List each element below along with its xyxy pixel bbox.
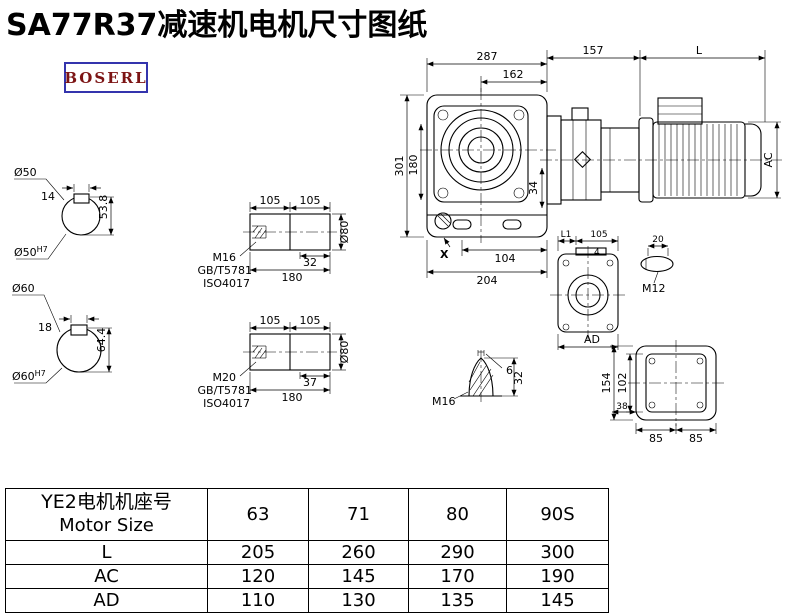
dim-104: 104 [495,252,516,265]
dim-va-4: 4 [594,248,600,258]
label-d2-std1: GB/T5781 [198,384,253,397]
dim-d1-32: 32 [303,256,317,269]
dim-102: 102 [616,373,629,394]
dim-AC: AC [762,152,775,167]
row-label-AD: AD [5,588,208,613]
dim-d2-180: 180 [282,391,303,404]
dim-301: 301 [393,156,406,177]
label-d2-thread: M20 [213,371,237,384]
dim-d2-105b: 105 [300,314,321,327]
label-dia60h7: Ø60H7 [12,369,46,383]
brand-logo: BOSERL [64,62,148,93]
shaft-detail-m20: 105 105 37 180 Ø80 M20 GB/T5781 ISO4017 [198,314,352,410]
motor-size-table: YE2电机机座号 Motor Size 63 71 80 90S L 205 2… [5,488,609,613]
label-dia50: Ø50 [14,166,37,179]
AC-90S: 190 [506,564,609,589]
shaft-bore-view-50: 14 53.8 Ø50 Ø50H7 [14,166,114,260]
row-label-AC: AC [5,564,208,589]
L-63: 205 [207,540,309,565]
L-71: 260 [308,540,409,565]
motor-rear-view: 154 102 38 85 85 [600,340,724,445]
dim-85a: 85 [649,432,663,445]
dim-38: 38 [616,402,628,412]
shaft-detail-m16: 105 105 32 180 Ø80 M16 GB/T5781 ISO4017 [198,194,352,290]
dim-X: X [440,248,449,261]
dim-162: 162 [503,68,524,81]
L-90S: 300 [506,540,609,565]
dim-204: 204 [477,274,498,287]
main-view-dimensions: 287 162 157 L 301 180 AC [393,44,781,287]
page-title: SA77R37减速机电机尺寸图纸 [6,8,428,43]
dim-va-105: 105 [590,230,607,240]
label-d1-std2: ISO4017 [203,277,250,290]
dim-180: 180 [407,155,420,176]
dim-L: L [696,44,703,57]
AC-71: 145 [308,564,409,589]
label-M12: M12 [642,282,666,295]
bolt-detail: 20 M12 [640,235,674,295]
dim-53-8: 53.8 [97,195,110,220]
label-dia60: Ø60 [12,282,35,295]
size-71: 71 [308,488,409,541]
dim-keyway-14: 14 [41,190,55,203]
technical-drawing: 287 162 157 L 301 180 AC [12,44,782,445]
motor-size-header-cn: YE2电机机座号 [41,491,172,514]
L-80: 290 [408,540,507,565]
dim-154: 154 [600,373,613,394]
dim-AD: AD [584,333,600,346]
gearbox-front-view [420,88,556,243]
dim-64-4: 64.4 [95,328,108,353]
dim-d1-105a: 105 [260,194,281,207]
dim-plug-32: 32 [512,371,525,385]
size-80: 80 [408,488,507,541]
dim-d1-180: 180 [282,271,303,284]
table-row-L: L 205 260 290 300 [5,540,609,565]
dim-d2-dia80: Ø80 [338,341,351,364]
label-dia50h7: Ø50H7 [14,245,48,259]
dim-d1-105b: 105 [300,194,321,207]
dim-bolt-20: 20 [652,235,664,245]
dim-keyway-18: 18 [38,321,52,334]
dim-34: 34 [527,181,540,195]
shaft-bore-view-60: 18 64.4 Ø60 Ø60H7 [12,282,112,384]
dim-d2-37: 37 [303,376,317,389]
size-90S: 90S [506,488,609,541]
AC-80: 170 [408,564,507,589]
table-row-AD: AD 110 130 135 145 [5,588,609,613]
AD-90S: 145 [506,588,609,613]
motor-size-header-en: Motor Size [59,515,154,537]
row-label-L: L [5,540,208,565]
AD-71: 130 [308,588,409,613]
motor-size-header-cell: YE2电机机座号 Motor Size [5,488,208,541]
dim-287: 287 [477,50,498,63]
size-63: 63 [207,488,309,541]
table-row-AC: AC 120 145 170 190 [5,564,609,589]
dim-L1: L1 [561,230,572,240]
AC-63: 120 [207,564,309,589]
motor-side-view [540,97,782,205]
dim-157: 157 [583,44,604,57]
label-d1-std1: GB/T5781 [198,264,253,277]
AD-63: 110 [207,588,309,613]
dim-plug-6: 6 [506,364,513,377]
label-plug-M16: M16 [432,395,456,408]
label-d1-thread: M16 [213,251,237,264]
label-d2-std2: ISO4017 [203,397,250,410]
dim-d2-105a: 105 [260,314,281,327]
AD-80: 135 [408,588,507,613]
dim-d1-dia80: Ø80 [338,221,351,244]
gearbox-side-view-small: L1 105 4 AD [550,230,626,350]
breather-plug-detail: 6 32 M16 [432,350,525,408]
brand-logo-text: BOSERL [64,68,148,87]
dim-85b: 85 [689,432,703,445]
